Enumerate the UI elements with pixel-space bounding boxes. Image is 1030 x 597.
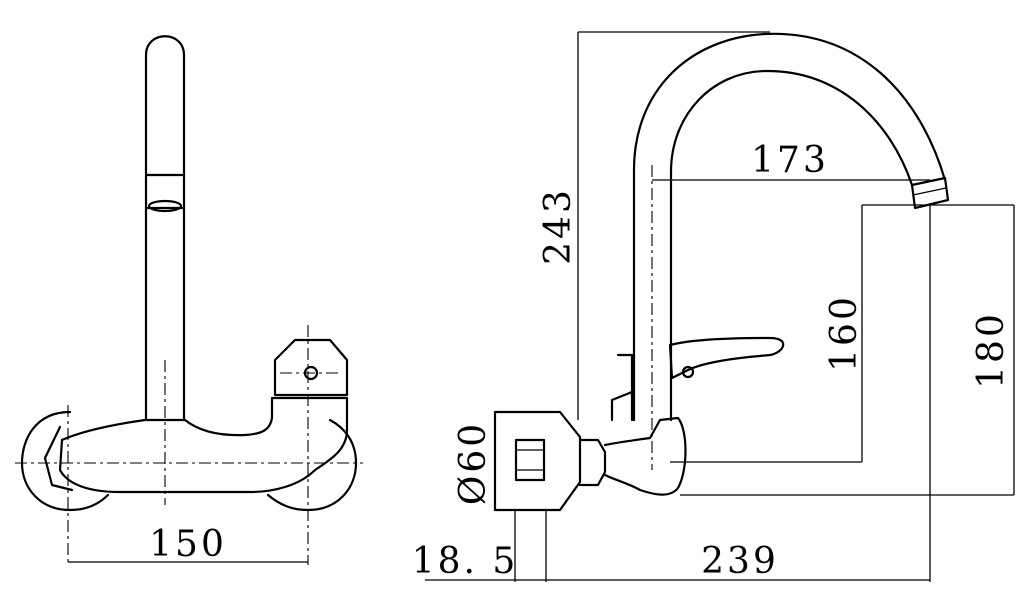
dim-label-239: 239 [701, 541, 779, 582]
dim-label-160: 160 [824, 294, 865, 372]
front-view: 150 [15, 35, 363, 565]
right-wall-flange [266, 418, 358, 512]
left-wall-flange [20, 410, 110, 512]
side-mixer-body [603, 416, 687, 496]
front-lever-handle [273, 338, 349, 397]
dim-label-60: Ø60 [453, 421, 494, 505]
dim-label-173: 173 [751, 140, 829, 181]
eccentric-nut [514, 438, 546, 482]
side-spout-gooseneck [632, 32, 947, 422]
front-spout-tube [144, 35, 186, 422]
dim-label-18-5: 18. 5 [412, 541, 519, 582]
dim-label-180: 180 [971, 311, 1012, 389]
dim-label-243: 243 [538, 187, 579, 265]
aerator-outlet [910, 176, 950, 210]
wall-flange-block [493, 410, 582, 512]
side-view: 243 173 160 180 Ø60 18. 5 239 [412, 31, 1015, 582]
dim-label-150: 150 [149, 524, 227, 565]
side-lever-handle [668, 336, 785, 380]
connecting-hex [578, 438, 607, 487]
mixer-body [58, 396, 349, 494]
